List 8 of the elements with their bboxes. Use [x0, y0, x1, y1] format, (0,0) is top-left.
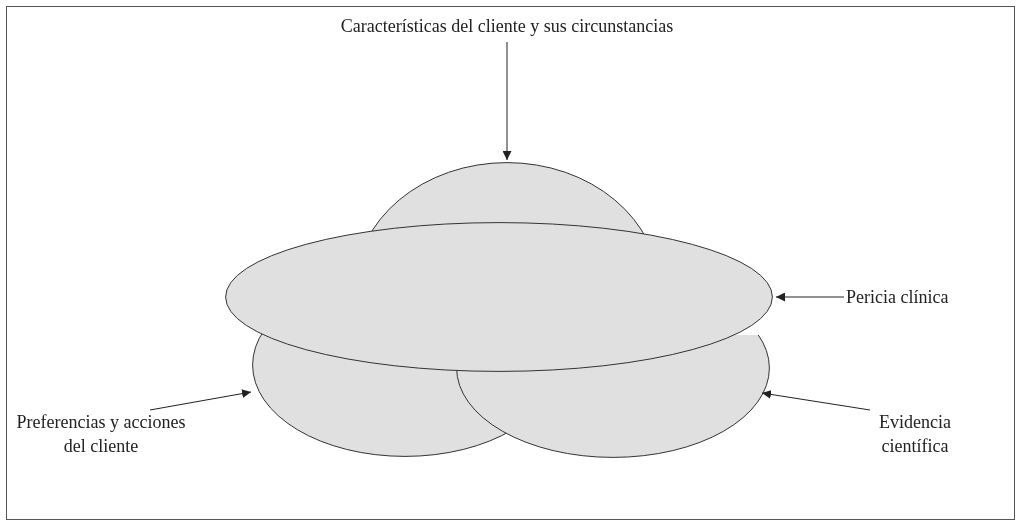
caption-text: Características del cliente y sus circunstancias — [300, 14, 714, 38]
caption-text: Preferencias y acciones del cliente — [16, 410, 186, 458]
caption-text: Evidencia científica — [855, 410, 975, 458]
leader-arrow — [761, 389, 871, 411]
leader-arrow — [502, 41, 512, 161]
leader-arrow — [775, 292, 845, 302]
caption-text: Pericia clínica — [846, 285, 986, 309]
leader-arrow — [149, 389, 252, 411]
